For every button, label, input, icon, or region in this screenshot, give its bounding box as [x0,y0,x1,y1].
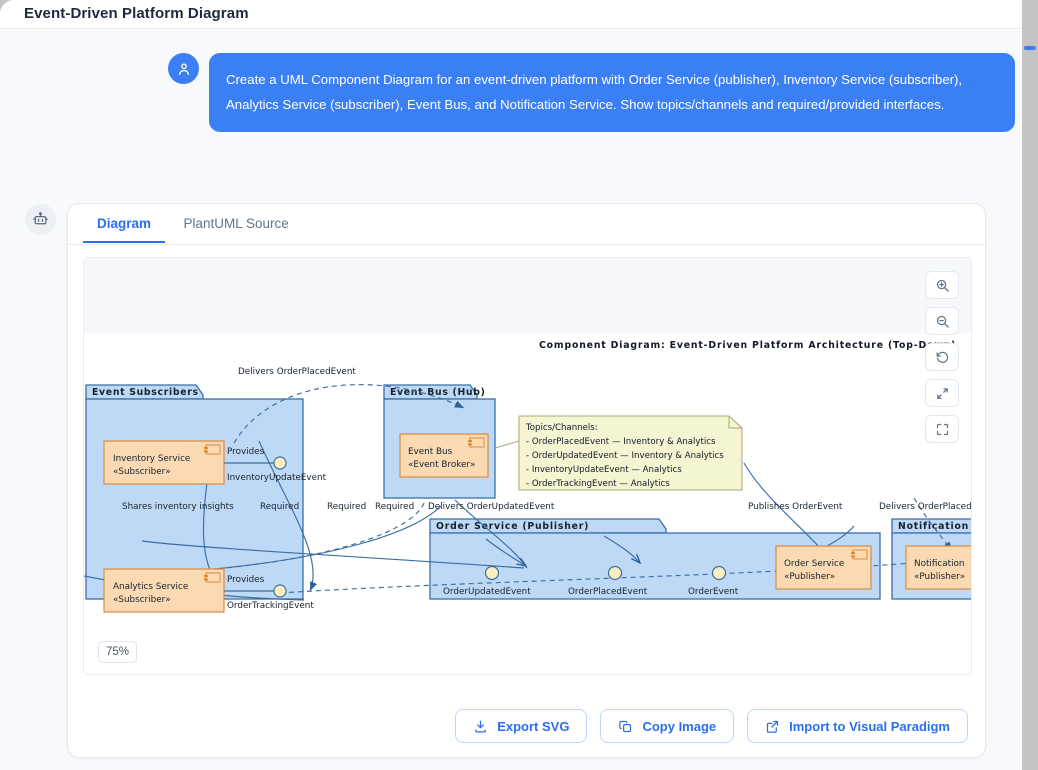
edge-label-required-2: Required [327,502,366,512]
note-line-4: - OrderTrackingEvent — Analytics [526,479,670,489]
robot-icon [33,212,48,225]
diagram-title-text: Component Diagram: Event-Driven Platform… [539,340,956,351]
canvas-top-band [84,258,971,334]
interface-role-label-analytics: Provides [227,575,265,585]
zoom-in-button[interactable] [925,271,959,299]
card-tabs: Diagram PlantUML Source [68,204,987,245]
download-icon [475,720,487,732]
fit-to-screen-button[interactable] [925,379,959,407]
note-line-3: - InventoryUpdateEvent — Analytics [526,465,682,475]
edge-label-delivers-orderupdatedevent: Delivers OrderUpdatedEvent [428,502,555,512]
conversation-body: Create a UML Component Diagram for an ev… [0,30,1022,770]
uml-component-diagram: Component Diagram: Event-Driven Platform… [84,340,972,613]
interface-role-label-inventory: Provides [227,447,265,457]
note-topics-channels: Topics/Channels: - OrderPlacedEvent — In… [494,415,743,491]
package-label-event-bus: Event Bus (Hub) [390,387,486,398]
component-stereotype-inventory: «Subscriber» [113,467,171,477]
canvas-controls [925,271,959,451]
export-svg-button[interactable]: Export SVG [455,709,588,743]
import-to-visual-paradigm-button[interactable]: Import to Visual Paradigm [747,709,968,743]
edge-label-delivers-orderplacedevent: Delivers OrderPlacedEvent [238,367,356,377]
user-avatar [168,53,199,84]
note-heading: Topics/Channels: [525,423,598,433]
export-svg-label: Export SVG [497,718,570,734]
component-analytics-service[interactable]: Analytics Service «Subscriber» [103,568,225,613]
rotate-ccw-icon [936,351,948,363]
edge-label-group: Delivers OrderPlacedEvent Shares invento… [122,367,972,512]
component-stereotype-order: «Publisher» [784,572,835,582]
page-scrollbar[interactable] [1022,0,1038,770]
copy-image-button[interactable]: Copy Image [600,709,735,743]
component-order-service[interactable]: Order Service «Publisher» [775,545,872,590]
package-label-notification-service: Notification S [898,521,972,532]
component-event-bus[interactable]: Event Bus «Event Broker» [399,433,489,478]
edge-label-delivers-orderplaced: Delivers OrderPlaced [879,502,972,512]
interface-label-order-updated-event: OrderUpdatedEvent [443,587,531,597]
fullscreen-corners-icon [936,423,948,435]
page-title: Event-Driven Platform Diagram [24,5,249,22]
window-header: Event-Driven Platform Diagram [0,0,1022,29]
copy-image-label: Copy Image [642,718,717,734]
magnifier-minus-icon [936,315,949,328]
expand-arrows-icon [936,387,948,399]
component-inventory-service[interactable]: Inventory Service «Subscriber» [103,440,225,485]
component-name-analytics: Analytics Service [113,582,188,592]
component-name-inventory: Inventory Service [113,454,190,464]
package-label-event-subscribers: Event Subscribers [92,387,199,398]
reset-view-button[interactable] [925,343,959,371]
copy-icon [619,720,632,732]
interface-inventory-update-event[interactable]: Provides InventoryUpdateEvent [224,447,327,483]
package-event-subscribers: Event Subscribers [85,384,304,600]
interface-label-inventory-update-event: InventoryUpdateEvent [227,473,327,483]
interface-order-updated-event[interactable]: OrderUpdatedEvent [443,565,531,598]
user-message-bubble: Create a UML Component Diagram for an ev… [209,53,1015,132]
note-line-2: - OrderUpdatedEvent — Inventory & Analyt… [526,451,724,461]
edge-label-publishes-orderevent: Publishes OrderEvent [748,502,843,512]
tab-diagram[interactable]: Diagram [83,204,166,243]
zoom-out-button[interactable] [925,307,959,335]
component-notification-service[interactable]: Notification «Publisher» [905,545,972,590]
magnifier-plus-icon [936,279,949,292]
component-stereotype-analytics: «Subscriber» [113,595,171,605]
component-name-event-bus: Event Bus [408,447,453,457]
import-label: Import to Visual Paradigm [789,718,950,734]
edge-label-required-1: Required [260,502,299,512]
interface-label-order-tracking-event: OrderTrackingEvent [227,601,314,611]
component-stereotype-notification: «Publisher» [914,572,965,582]
package-label-order-service: Order Service (Publisher) [436,521,589,532]
edge-label-required-3: Required [375,502,414,512]
note-line-1: - OrderPlacedEvent — Inventory & Analyti… [526,437,716,447]
user-icon [178,63,189,75]
interface-order-event[interactable]: OrderEvent [688,565,739,598]
interface-label-order-event: OrderEvent [688,587,739,597]
component-stereotype-event-bus: «Event Broker» [408,460,475,470]
card-actions: Export SVG Copy Image [455,709,968,743]
component-name-notification: Notification [914,559,964,569]
interface-label-order-placed-event: OrderPlacedEvent [568,587,648,597]
diagram-canvas[interactable]: Component Diagram: Event-Driven Platform… [83,257,972,675]
zoom-level-badge[interactable]: 75% [98,641,138,663]
fullscreen-button[interactable] [925,415,959,443]
interface-order-placed-event[interactable]: OrderPlacedEvent [568,565,648,598]
external-link-icon [767,720,779,733]
tab-plantuml-source[interactable]: PlantUML Source [183,216,289,231]
page-scrollbar-thumb[interactable] [1024,46,1036,50]
assistant-avatar [25,204,56,235]
component-name-order: Order Service [784,559,844,569]
interface-order-tracking-event[interactable]: Provides OrderTrackingEvent [224,575,314,611]
edge-label-shares-inventory-insights: Shares inventory insights [122,502,234,512]
diagram-card: Diagram PlantUML Source [67,203,987,758]
